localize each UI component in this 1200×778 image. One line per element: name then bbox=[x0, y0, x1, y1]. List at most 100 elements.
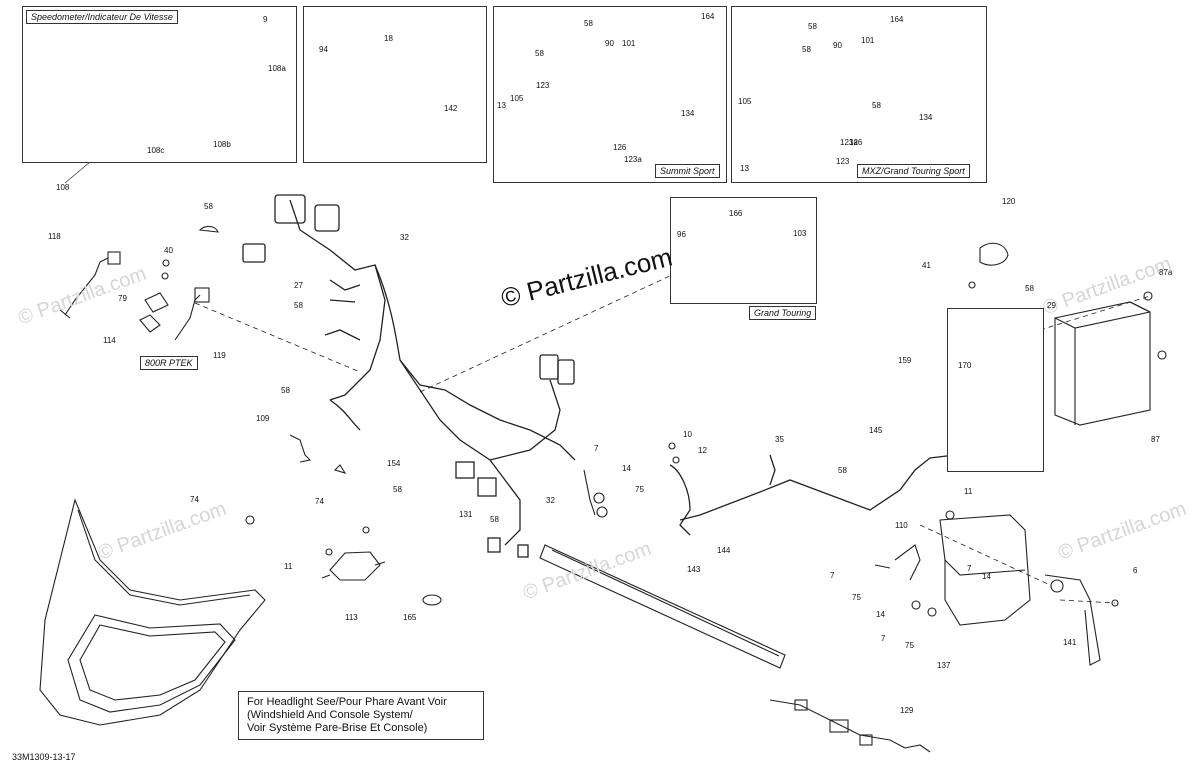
callout-label: 164 bbox=[701, 12, 715, 21]
grand-touring-inset bbox=[670, 197, 817, 304]
callout-label: 58 bbox=[294, 301, 303, 310]
callout-label: 134 bbox=[681, 109, 695, 118]
callout-label: 166 bbox=[729, 209, 743, 218]
callout-label: 108a bbox=[268, 64, 286, 73]
callout-label: 131 bbox=[459, 510, 473, 519]
callout-label: 154 bbox=[387, 459, 401, 468]
ptek-label: 800R PTEK bbox=[140, 356, 198, 370]
callout-label: 87 bbox=[1151, 435, 1160, 444]
callout-label: 87a bbox=[1159, 268, 1173, 277]
callout-label: 13 bbox=[497, 101, 506, 110]
callout-label: 58 bbox=[281, 386, 290, 395]
callout-label: 143 bbox=[687, 565, 701, 574]
callout-label: 14 bbox=[622, 464, 631, 473]
callout-label: 144 bbox=[717, 546, 731, 555]
callout-label: 58 bbox=[838, 466, 847, 475]
callout-label: 27 bbox=[294, 281, 303, 290]
callout-label: 74 bbox=[190, 495, 199, 504]
callout-label: 11 bbox=[964, 487, 973, 496]
mxz-sport-label: MXZ/Grand Touring Sport bbox=[857, 164, 970, 178]
summit-sport-label: Summit Sport bbox=[655, 164, 720, 178]
callout-label: 75 bbox=[635, 485, 644, 494]
callout-label: 10 bbox=[683, 430, 692, 439]
callout-label: 105 bbox=[510, 94, 524, 103]
callout-label: 32 bbox=[400, 233, 409, 242]
callout-label: 141 bbox=[1063, 638, 1077, 647]
ignition-inset bbox=[303, 6, 487, 163]
callout-label: 119 bbox=[213, 351, 226, 360]
battery-harness-inset bbox=[947, 308, 1044, 472]
harness-129-drawing bbox=[769, 699, 931, 753]
callout-label: 29 bbox=[1047, 301, 1056, 310]
headlight-drawing bbox=[39, 498, 266, 726]
callout-label: 90 bbox=[833, 41, 842, 50]
headlight-note-line2: (Windshield And Console System/ bbox=[247, 709, 413, 721]
callout-label: 14 bbox=[876, 610, 885, 619]
callout-label: 137 bbox=[937, 661, 951, 670]
rod-harness-drawing bbox=[669, 444, 996, 536]
callout-label: 134 bbox=[919, 113, 933, 122]
callout-label: 101 bbox=[622, 39, 636, 48]
callout-label: 114 bbox=[103, 336, 116, 345]
tray-drawing bbox=[539, 544, 786, 669]
callout-label: 108 bbox=[56, 183, 70, 192]
callout-label: 58 bbox=[584, 19, 593, 28]
module-113-drawing bbox=[245, 515, 442, 606]
speedometer-inset bbox=[22, 6, 297, 163]
callout-label: 75 bbox=[905, 641, 914, 650]
callout-label: 35 bbox=[775, 435, 784, 444]
headlight-reference-note: For Headlight See/Pour Phare Avant Voir … bbox=[238, 691, 484, 740]
callout-label: 142 bbox=[444, 104, 458, 113]
callout-label: 58 bbox=[393, 485, 402, 494]
callout-label: 13 bbox=[740, 164, 749, 173]
callout-label: 18 bbox=[384, 34, 393, 43]
callout-label: 58 bbox=[872, 101, 881, 110]
callout-label: 12 bbox=[698, 446, 707, 455]
bracket-drawing bbox=[874, 510, 1119, 666]
callout-label: 41 bbox=[922, 261, 931, 270]
callout-label: 123 bbox=[536, 81, 550, 90]
callout-label: 123 bbox=[836, 157, 850, 166]
callout-label: 105 bbox=[738, 97, 752, 106]
callout-label: 58 bbox=[490, 515, 499, 524]
callout-label: 123a bbox=[840, 138, 858, 147]
speedometer-inset-title: Speedometer/Indicateur De Vitesse bbox=[26, 10, 178, 24]
center-fasteners bbox=[289, 434, 680, 518]
callout-label: 145 bbox=[869, 426, 883, 435]
callout-label: 118 bbox=[48, 232, 61, 241]
callout-label: 159 bbox=[898, 356, 912, 365]
headlight-note-line1: For Headlight See/Pour Phare Avant Voir bbox=[247, 696, 447, 708]
callout-label: 74 bbox=[315, 497, 324, 506]
callout-label: 108b bbox=[213, 140, 231, 149]
callout-label: 11 bbox=[284, 562, 293, 571]
callout-label: 58 bbox=[535, 49, 544, 58]
callout-label: 7 bbox=[881, 634, 886, 643]
summit-sport-inset bbox=[493, 6, 727, 183]
diagram-code: 33M1309-13-17 bbox=[12, 752, 76, 762]
callout-label: 170 bbox=[958, 361, 972, 370]
callout-label: 123a bbox=[624, 155, 642, 164]
callout-label: 94 bbox=[319, 45, 328, 54]
callout-label: 7 bbox=[830, 571, 835, 580]
main-harness-drawing bbox=[242, 194, 576, 558]
left-sensor-parts bbox=[59, 225, 219, 341]
callout-label: 32 bbox=[546, 496, 555, 505]
callout-label: 7 bbox=[594, 444, 599, 453]
dashed-leaders bbox=[194, 261, 1151, 604]
grand-touring-label: Grand Touring bbox=[749, 306, 817, 320]
callout-label: 6 bbox=[1133, 566, 1138, 575]
mxz-sport-inset bbox=[731, 6, 987, 183]
callout-label: 110 bbox=[895, 521, 908, 530]
callout-label: 9 bbox=[263, 15, 268, 24]
callout-label: 103 bbox=[793, 229, 807, 238]
callout-label: 58 bbox=[808, 22, 817, 31]
callout-label: 14 bbox=[982, 572, 991, 581]
callout-label: 129 bbox=[900, 706, 914, 715]
callout-label: 90 bbox=[605, 39, 614, 48]
callout-label: 109 bbox=[256, 414, 270, 423]
callout-label: 165 bbox=[403, 613, 417, 622]
callout-label: 108c bbox=[147, 146, 165, 155]
callout-label: 164 bbox=[890, 15, 904, 24]
callout-label: 126 bbox=[849, 138, 863, 147]
callout-label: 101 bbox=[861, 36, 875, 45]
